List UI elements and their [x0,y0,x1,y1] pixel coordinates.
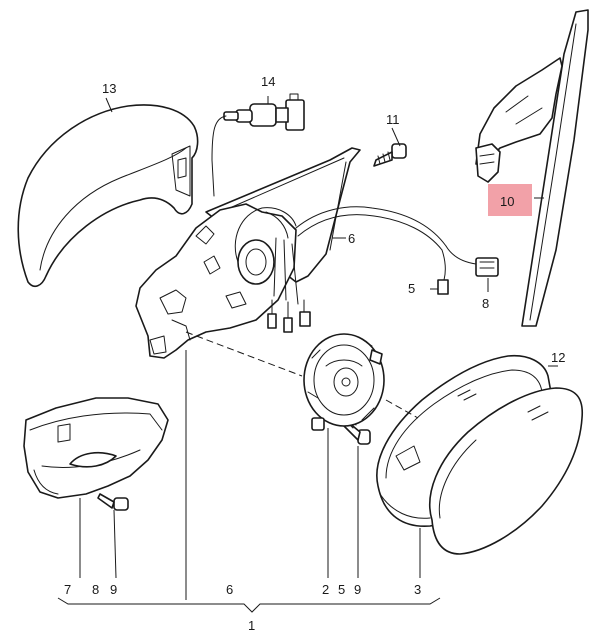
connector-5 [437,279,449,295]
bottom-label-9b: 9 [354,582,361,597]
assembly-dashed-lines [185,331,419,419]
callout-11: 11 [386,112,400,127]
part-14-actuator [211,93,305,197]
bottom-label-7: 7 [64,582,71,597]
assembly-bracket [57,597,441,613]
callout-14: 14 [261,74,275,89]
bottom-label-8: 8 [92,582,99,597]
callout-6: 6 [348,231,355,246]
part-7-lower-housing [23,397,169,499]
part-2-adjust-motor [303,333,385,431]
part-13-housing-cap [17,104,199,288]
part-10-trim-strip [475,9,589,327]
bottom-label-6: 6 [226,582,233,597]
bottom-label-1: 1 [248,618,255,633]
bottom-label-2: 2 [322,582,329,597]
wire-harness [295,206,499,295]
bottom-label-5: 5 [338,582,345,597]
callout-5: 5 [408,281,415,296]
callout-13: 13 [102,81,116,96]
part-6-mirror-base [135,147,361,359]
part-12-mirror-glass [428,387,583,555]
callout-10: 10 [500,194,514,209]
leader-lines [79,96,558,600]
bottom-label-3: 3 [414,582,421,597]
callout-8: 8 [482,296,489,311]
highlight-box-10 [488,184,532,216]
bottom-label-9a: 9 [110,582,117,597]
connector-8 [475,257,499,277]
callout-12: 12 [551,350,565,365]
part-11-screw [373,143,407,167]
part-9-screw-left [97,493,129,511]
